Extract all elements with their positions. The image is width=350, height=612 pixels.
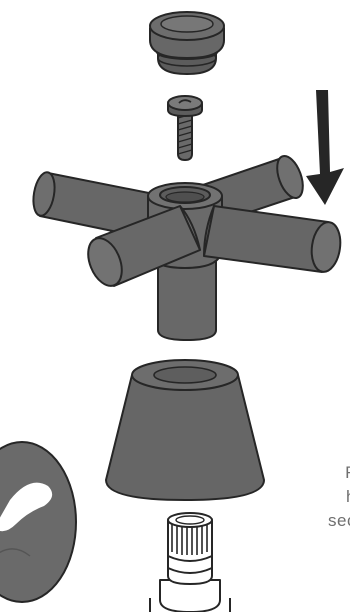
down-arrow-icon bbox=[306, 90, 344, 205]
cone-base bbox=[106, 360, 264, 500]
handle-screw bbox=[168, 96, 202, 160]
cross-handle bbox=[30, 153, 343, 340]
caption-line-3: sec bbox=[328, 511, 350, 531]
cap-button bbox=[150, 12, 224, 74]
caption-line-1: F bbox=[345, 463, 350, 483]
detail-callout bbox=[0, 442, 76, 602]
valve-stem bbox=[150, 513, 230, 612]
caption-line-2: h bbox=[346, 487, 350, 507]
